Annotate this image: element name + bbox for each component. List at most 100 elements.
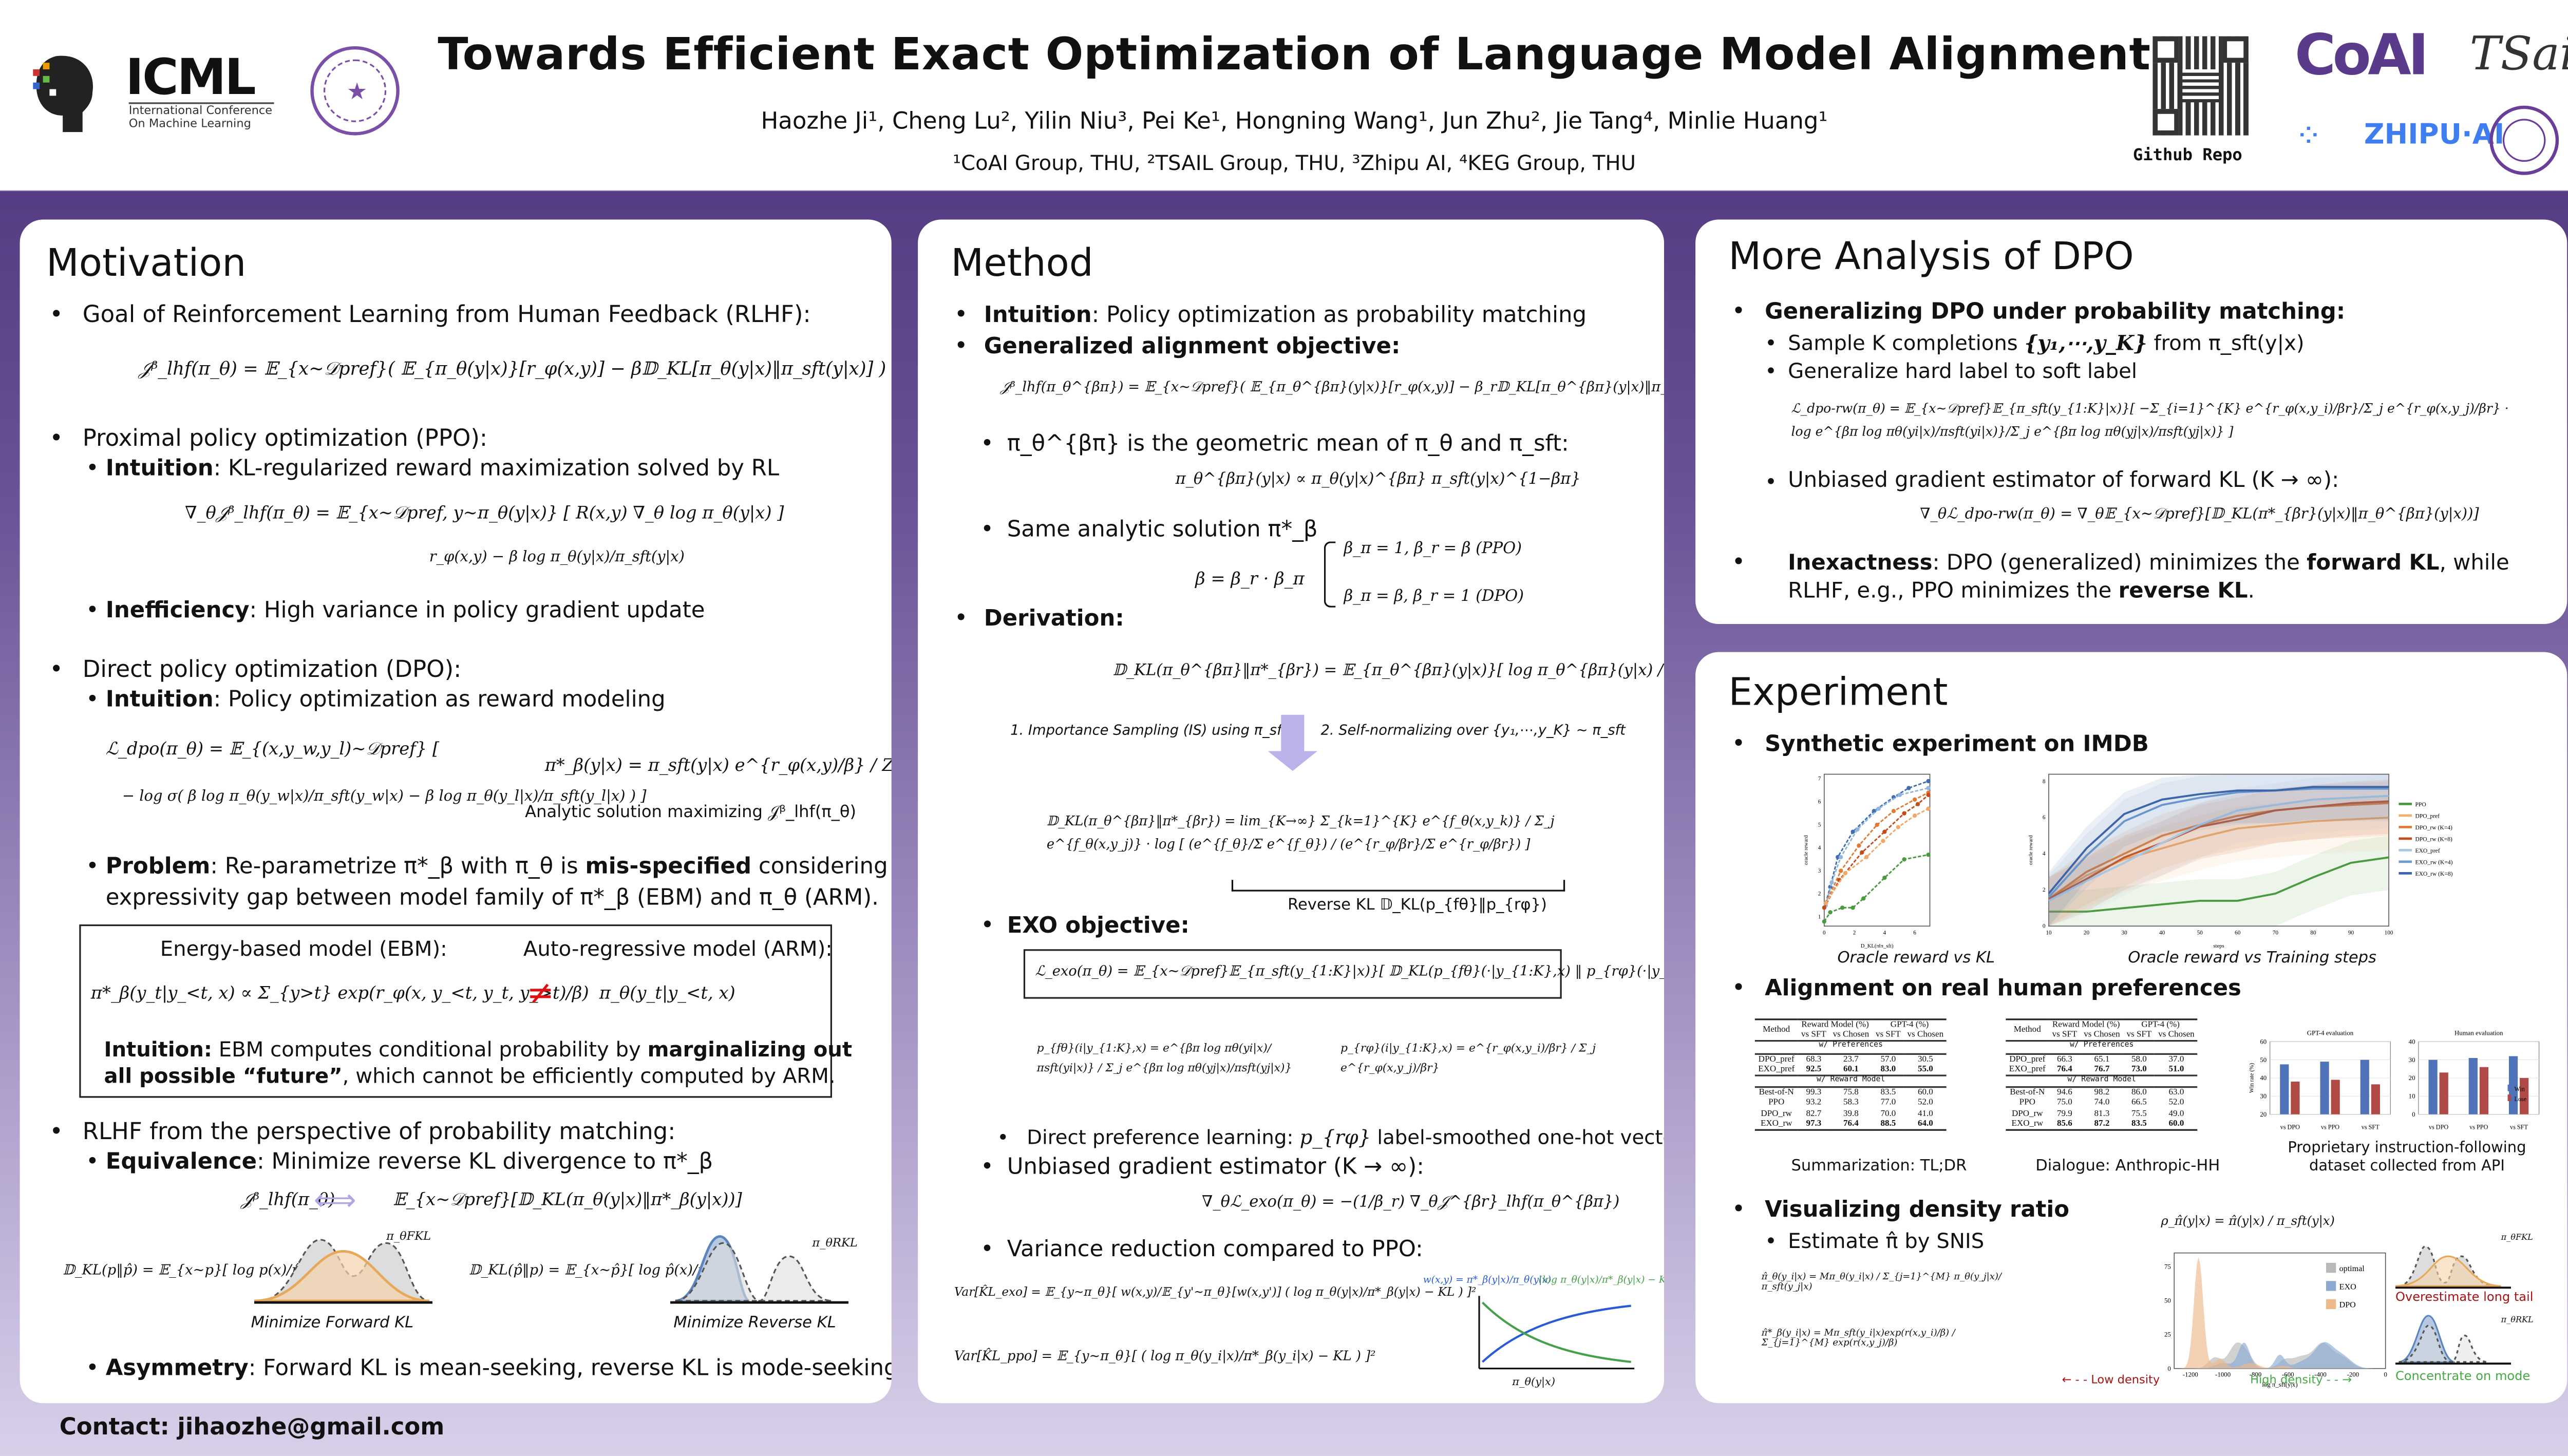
confidence-band <box>2048 796 2389 926</box>
ppo-gradient-equation: ∇_θ𝒥ᵝ_lhf(π_θ) = 𝔼_{x∼𝒟pref, y∼π_θ(y|x)}… <box>185 503 784 523</box>
icml-subtitle: International Conference <box>128 104 273 118</box>
x-tick-label: 100 <box>2385 930 2393 936</box>
asymmetry-text: Asymmetry: Forward KL is mean-seeking, r… <box>105 1355 892 1382</box>
generalized-objective-equation: 𝒥ᵝ_lhf(π_θ^{βπ}) = 𝔼_{x∼𝒟pref}( 𝔼_{π_θ^{… <box>1000 380 1665 396</box>
generalized-objective-label: Generalized alignment objective: <box>984 333 1401 360</box>
section-row: w/ Preferences <box>1754 1041 1947 1054</box>
column-subheader: vs Chosen <box>1833 1030 1870 1041</box>
tsail-logo: TSail <box>2469 26 2568 81</box>
data-point <box>1828 910 1833 915</box>
plot-frame <box>2048 773 2389 927</box>
y-tick-label: 20 <box>2409 1074 2415 1082</box>
y-tick-label: 7 <box>1818 776 1821 782</box>
x-tick-label: vs PPO <box>2321 1124 2339 1131</box>
human-pref-label: Alignment on real human preferences <box>1765 975 2241 1003</box>
dpo-rw-gradient-equation: ∇_θℒ_dpo-rw(π_θ) = ∇_θ𝔼_{x∼𝒟pref}[𝔻_KL(π… <box>1920 506 2479 523</box>
data-point <box>1876 806 1881 811</box>
table-cell: 98.2 <box>2094 1088 2110 1099</box>
bar-lose <box>2371 1084 2380 1114</box>
legend-label: PPO <box>2415 801 2426 808</box>
y-tick-label: 2 <box>1818 891 1821 897</box>
column-header: GPT-4 (%) <box>2141 1020 2180 1030</box>
column-header: Reward Model (%) <box>1801 1020 1869 1030</box>
y-tick-label: 40 <box>2260 1074 2267 1082</box>
series-line <box>2048 800 2389 900</box>
y-tick-label: 1 <box>1818 914 1821 920</box>
down-arrow-icon <box>1281 714 1305 751</box>
y-tick-label: 10 <box>2409 1092 2415 1100</box>
table-cell: DPO_rw <box>1761 1108 1792 1119</box>
x-axis-label: π_θ(y|x) <box>1512 1375 1556 1389</box>
data-point <box>1838 855 1843 859</box>
arm-equation: π_θ(y_t|y_<t, x) <box>599 984 735 1004</box>
rkl-caption: Minimize Reverse KL <box>673 1314 836 1332</box>
y-tick-label: 75 <box>2164 1263 2171 1270</box>
rlhf-objective-short: 𝒥ᵝ_lhf(π_θ) <box>241 1190 335 1211</box>
legend-label: EXO_pref <box>2415 847 2440 854</box>
plot-frame <box>1823 773 1931 927</box>
bar-lose <box>2291 1082 2300 1114</box>
data-point <box>1857 843 1861 848</box>
table-cell: 51.0 <box>2168 1064 2184 1074</box>
overestimate-illustration <box>2395 1245 2511 1289</box>
data-point <box>1915 802 1920 806</box>
concentrate-caption: Concentrate on mode <box>2395 1368 2531 1384</box>
section-title: More Analysis of DPO <box>1728 236 2134 279</box>
y-tick-label: 30 <box>2260 1092 2267 1100</box>
low-density-label: ← - - Low density <box>2062 1373 2160 1387</box>
bullet-text: Goal of Reinforcement Learning from Huma… <box>82 302 811 329</box>
table-cell: 64.0 <box>1917 1119 1933 1129</box>
bar-lose <box>2439 1072 2448 1114</box>
forward-kl-equation: 𝔻_KL(p‖p̂) = 𝔼_{x∼p}[ log p(x)/p̂(x) ] <box>63 1262 330 1280</box>
snis-theta-equation: π̂_θ(y_i|x) = Mπ_θ(y_i|x) / Σ_{j=1}^{M} … <box>1761 1273 2001 1293</box>
x-tick-label: 6 <box>1913 930 1916 936</box>
y-tick-label: 5 <box>1818 822 1821 828</box>
data-point <box>1838 868 1843 873</box>
p-r-phi-equation: p_{rφ}(i|y_{1:K},x) = e^{r_φ(x,y_i)/βr} … <box>1340 1042 1596 1075</box>
table-cell: DPO_rw <box>2011 1108 2043 1119</box>
y-axis-label: Win rate (%) <box>2249 1063 2255 1093</box>
analytic-solution-equation: π*_β(y|x) = π_sft(y|x) e^{r_φ(x,y)/β} / … <box>544 756 892 776</box>
table-cell: DPO_pref <box>2009 1054 2046 1064</box>
limit-kl-equation: 𝔻_KL(π_θ^{βπ}‖π*_{βr}) = lim_{K→∞} Σ_{k=… <box>1046 814 1555 852</box>
dpo-case-equation: β_π = β, β_r = 1 (DPO) <box>1344 588 1524 606</box>
y-tick-label: 40 <box>2409 1038 2415 1045</box>
y-tick-label: 8 <box>2043 779 2046 785</box>
legend-label: optimal <box>2339 1264 2365 1273</box>
y-axis-label: oracle reward <box>2028 835 2034 865</box>
table-cell: 66.3 <box>2057 1054 2072 1064</box>
x-tick-label: -1000 <box>2215 1371 2231 1378</box>
table-cell: EXO_rw <box>2011 1119 2043 1129</box>
github-repo-label[interactable]: Github Repo <box>2132 147 2242 165</box>
ebm-vs-arm-box: Energy-based model (EBM): Auto-regressiv… <box>79 924 852 1098</box>
exo-gradient-equation: ∇_θℒ_exo(π_θ) = −(1/β_r) ∇_θ𝒥^{βr}_lhf(π… <box>1202 1193 1620 1212</box>
y-tick-label: 0 <box>2043 923 2046 929</box>
bar-win <box>2508 1056 2518 1114</box>
legend-label: EXO_rw (K=8) <box>2415 871 2453 877</box>
table-cell: 68.3 <box>1806 1054 1822 1064</box>
y-tick-label: 20 <box>2260 1111 2267 1118</box>
data-point <box>1902 811 1906 816</box>
confidence-band <box>2048 836 2389 926</box>
table-cell: 60.0 <box>2168 1119 2184 1129</box>
method-panel: Method • Intuition: Policy optimization … <box>918 219 1665 1404</box>
geometric-mean-text: π_θ^{βπ} is the geometric mean of π_θ an… <box>1007 430 1569 458</box>
forward-kl-estimator-text: Unbiased gradient estimator of forward K… <box>1788 468 2339 494</box>
contact-info[interactable]: Contact: jihaozhe@gmail.com <box>59 1414 445 1442</box>
x-tick-label: vs SFT <box>2510 1124 2528 1131</box>
authors: Haozhe Ji¹, Cheng Lu², Yilin Niu³, Pei K… <box>761 109 1828 136</box>
y-tick-label: 6 <box>2043 815 2046 821</box>
concentrate-illustration <box>2395 1315 2511 1365</box>
not-equal-icon: ≠ <box>526 972 555 1012</box>
legend-label: DPO_rw (K=4) <box>2415 824 2453 831</box>
qr-code-icon[interactable] <box>2152 36 2249 136</box>
table-cell: 94.6 <box>2057 1088 2072 1099</box>
table-cell: 52.0 <box>2168 1098 2184 1109</box>
